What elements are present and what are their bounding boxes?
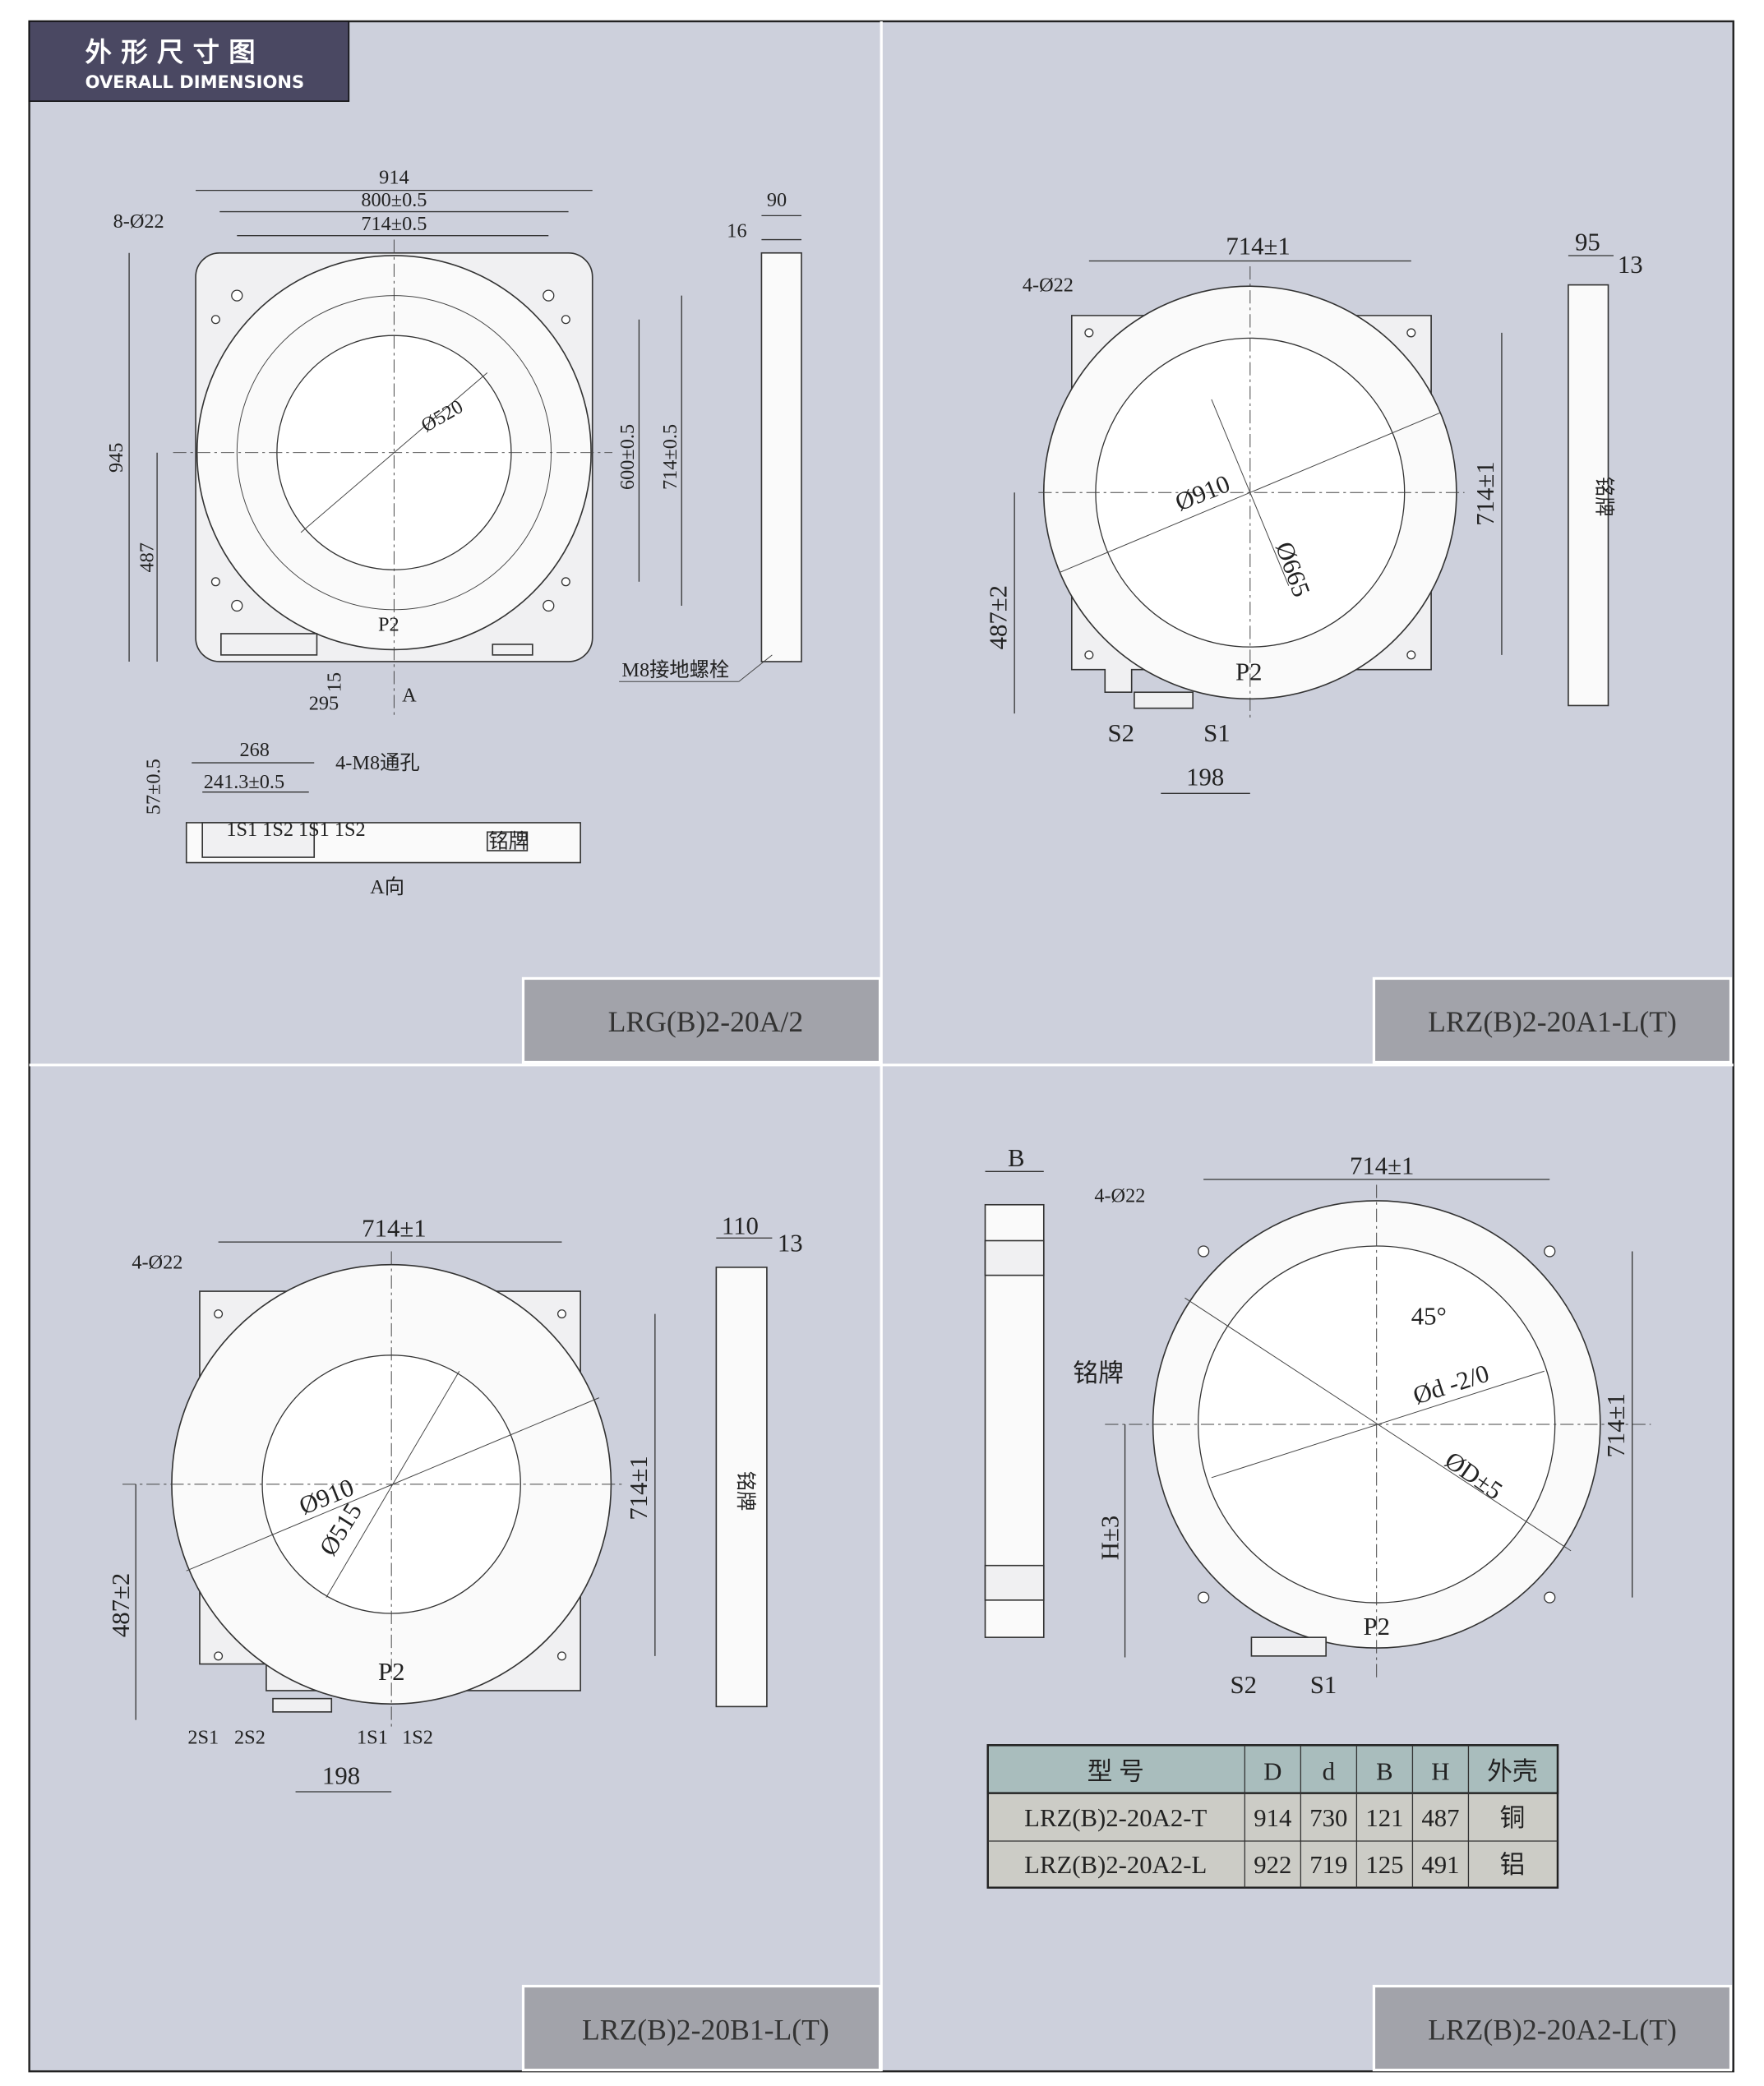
model-label-2: LRZ(B)2-20A1-L(T) <box>1372 976 1733 1064</box>
dim-center-height: 487±2 <box>107 1573 135 1637</box>
terminal-2s2: 2S2 <box>234 1727 266 1749</box>
m8-holes-label: 4-M8通孔 <box>335 752 420 774</box>
dim-width: 714±1 <box>1350 1152 1414 1180</box>
dim-depth-95: 95 <box>1575 228 1600 256</box>
dim-241: 241.3±0.5 <box>204 771 284 793</box>
dim-width-800: 800±0.5 <box>361 189 427 211</box>
dim-holes: 4-Ø22 <box>132 1252 182 1274</box>
header-badge: 外 形 尺 寸 图 OVERALL DIMENSIONS <box>28 21 350 102</box>
table-row: LRZ(B)2-20A2-L 922 719 125 491 铝 <box>1024 1851 1525 1879</box>
dim-width-714: 714±0.5 <box>361 213 427 235</box>
terminal-labels: 1S1 1S2 1S1 1S2 <box>226 819 365 841</box>
table-header-model: 型 号 <box>1087 1757 1144 1785</box>
dim-height-714: 714±0.5 <box>659 424 681 490</box>
dim-15: 15 <box>324 672 346 692</box>
dim-198: 198 <box>1186 764 1224 791</box>
dim-b: B <box>1008 1144 1025 1172</box>
dim-depth-110: 110 <box>722 1211 759 1239</box>
dim-h: H±3 <box>1096 1516 1124 1561</box>
dim-295: 295 <box>309 692 339 714</box>
terminal-p2: P2 <box>378 614 399 636</box>
dim-depth-13: 13 <box>1618 251 1643 279</box>
cell: LRZ(B)2-20A2-T <box>1024 1804 1207 1832</box>
dim-holes: 4-Ø22 <box>1094 1185 1145 1207</box>
table-header-d-outer: D <box>1263 1757 1281 1785</box>
dim-height-945: 945 <box>105 443 127 473</box>
table-header-housing: 外壳 <box>1487 1757 1538 1785</box>
header-title-en: OVERALL DIMENSIONS <box>85 72 305 92</box>
terminal-1s2: 1S2 <box>402 1727 433 1749</box>
dim-height-487: 487 <box>136 542 158 572</box>
table-header-h: H <box>1431 1757 1449 1785</box>
dim-holes: 4-Ø22 <box>1023 275 1074 297</box>
drawing-lrz-20a1: 714±1 4-Ø22 Ø910 Ø665 714±1 487±2 P2 S2 … <box>984 228 1643 794</box>
nameplate-label: 铭牌 <box>488 831 529 853</box>
terminal-s1: S1 <box>1203 719 1231 747</box>
dim-width: 714±1 <box>362 1215 426 1243</box>
spec-table: 型 号 D d B H 外壳 LRZ(B)2-20A2-T 914 730 12… <box>986 1744 1559 1889</box>
cell: 730 <box>1309 1804 1347 1832</box>
terminal-s1: S1 <box>1310 1671 1337 1699</box>
dim-height: 714±1 <box>1471 461 1499 525</box>
cell: 719 <box>1309 1851 1347 1879</box>
view-arrow-a: A <box>402 685 417 707</box>
cell: 铝 <box>1500 1851 1526 1879</box>
dim-depth-90: 90 <box>767 189 787 211</box>
terminal-p2: P2 <box>1363 1613 1389 1641</box>
cell: 491 <box>1421 1851 1459 1879</box>
terminal-p2: P2 <box>1235 658 1263 686</box>
dim-center-height: 487±2 <box>984 585 1012 649</box>
dim-198: 198 <box>322 1761 360 1789</box>
table-header-b: B <box>1376 1757 1393 1785</box>
cell: 914 <box>1254 1804 1291 1832</box>
cell: 铜 <box>1500 1804 1526 1832</box>
drawing-lrz-20b1: 714±1 4-Ø22 Ø910 Ø515 714±1 487±2 P2 2S1… <box>107 1211 803 1793</box>
terminal-s2: S2 <box>1231 1671 1258 1699</box>
cell: 125 <box>1365 1851 1403 1879</box>
terminal-2s1: 2S1 <box>187 1727 219 1749</box>
cell: 487 <box>1421 1804 1459 1832</box>
nameplate-label: 铭牌 <box>734 1471 756 1511</box>
drawing-lrz-20a2: B 714±1 4-Ø22 45° Ød -2/0 ØD±5 714±1 铭牌 … <box>984 1144 1651 1889</box>
model-name: LRZ(B)2-20A1-L(T) <box>1428 1005 1677 1038</box>
dim-width: 714±1 <box>1226 232 1290 260</box>
model-name: LRZ(B)2-20A2-L(T) <box>1428 2013 1677 2046</box>
table-row: LRZ(B)2-20A2-T 914 730 121 487 铜 <box>1024 1804 1525 1832</box>
model-label-4: LRZ(B)2-20A2-L(T) <box>1372 1984 1733 2072</box>
table-header-d-inner: d <box>1323 1757 1335 1785</box>
dim-height-600: 600±0.5 <box>616 424 639 490</box>
dim-57: 57±0.5 <box>142 759 164 815</box>
cell: LRZ(B)2-20A2-L <box>1024 1851 1207 1879</box>
cell: 922 <box>1254 1851 1291 1879</box>
terminal-s2: S2 <box>1108 719 1135 747</box>
nameplate-label: 铭牌 <box>1593 477 1615 517</box>
nameplate-label: 铭牌 <box>1073 1359 1124 1387</box>
header-title-cn: 外 形 尺 寸 图 <box>85 37 256 68</box>
dim-height: 714±1 <box>625 1456 653 1520</box>
dim-height: 714±1 <box>1602 1393 1630 1457</box>
dim-depth-16: 16 <box>727 219 746 242</box>
dim-holes: 8-Ø22 <box>113 210 164 233</box>
ground-bolt-label: M8接地螺栓 <box>621 659 729 681</box>
drawing-lrg-20a2: 914 800±0.5 714±0.5 8-Ø22 945 487 600±0.… <box>105 167 802 898</box>
view-a-caption: A向 <box>370 876 404 898</box>
terminal-p2: P2 <box>378 1658 405 1686</box>
model-label-3: LRZ(B)2-20B1-L(T) <box>521 1984 882 2072</box>
dim-268: 268 <box>240 739 270 761</box>
model-name: LRG(B)2-20A/2 <box>608 1005 803 1038</box>
dim-depth-13: 13 <box>778 1229 803 1257</box>
model-name: LRZ(B)2-20B1-L(T) <box>582 2013 829 2046</box>
terminal-1s1: 1S1 <box>357 1727 388 1749</box>
dim-angle: 45° <box>1411 1303 1447 1331</box>
model-label-1: LRG(B)2-20A/2 <box>521 976 882 1064</box>
dim-width-914: 914 <box>379 167 409 189</box>
cell: 121 <box>1365 1804 1403 1832</box>
